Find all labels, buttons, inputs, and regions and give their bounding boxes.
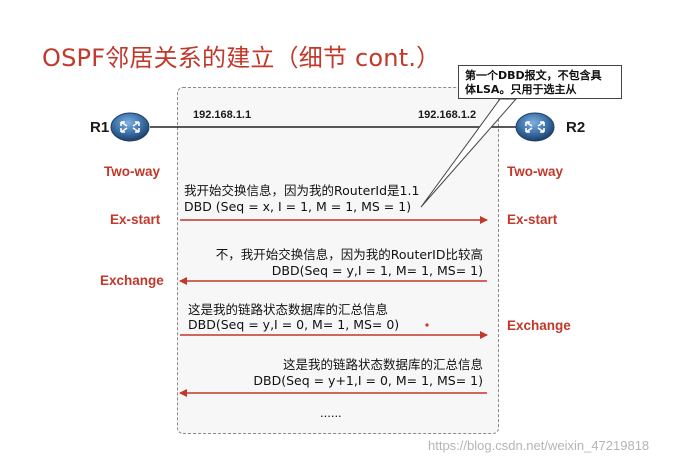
state-r1-exstart: Ex-start bbox=[110, 212, 161, 227]
router-icon bbox=[515, 112, 555, 142]
state-r2-exchange: Exchange bbox=[507, 318, 571, 333]
watermark: https://blog.csdn.net/weixin_47219818 bbox=[428, 438, 650, 453]
router-label-r2: R2 bbox=[566, 119, 586, 136]
exchange-region bbox=[177, 87, 499, 434]
callout-pointer bbox=[420, 98, 518, 208]
message-text: 这是我的链路状态数据库的汇总信息 bbox=[282, 357, 483, 372]
state-r2-twoway: Two-way bbox=[507, 164, 564, 179]
state-r1-exchange: Exchange bbox=[100, 273, 164, 288]
router-label-r1: R1 bbox=[90, 119, 110, 136]
callout-line: 体LSA。只用于选主从 bbox=[465, 83, 577, 96]
ip-r2: 192.168.1.2 bbox=[418, 109, 477, 121]
callout-box: 第一个DBD报文，不包含具 体LSA。只用于选主从 bbox=[458, 65, 622, 99]
message-dbd: DBD(Seq = y+1,I = 0, M= 1, MS= 1) bbox=[253, 373, 483, 388]
state-r2-exstart: Ex-start bbox=[507, 212, 558, 227]
message-dbd: DBD(Seq = y,I = 1, M= 1, MS= 1) bbox=[271, 263, 483, 278]
ip-r1: 192.168.1.1 bbox=[193, 109, 252, 121]
message-text: 我开始交换信息，因为我的RouterId是1.1 bbox=[184, 183, 420, 198]
marker-dot bbox=[425, 323, 429, 327]
callout-line: 第一个DBD报文，不包含具 bbox=[465, 69, 602, 82]
message-text: 这是我的链路状态数据库的汇总信息 bbox=[188, 302, 389, 317]
message-dbd: DBD(Seq = y,I = 0, M= 1, MS= 0) bbox=[188, 317, 400, 332]
page-title: OSPF邻居关系的建立（细节 cont.） bbox=[42, 44, 441, 72]
state-r1-twoway: Two-way bbox=[104, 164, 161, 179]
ellipsis: ...... bbox=[320, 405, 342, 420]
message-dbd: DBD (Seq = x, I = 1, M = 1, MS = 1) bbox=[184, 199, 412, 214]
router-icon bbox=[110, 112, 150, 142]
message-text: 不，我开始交换信息，因为我的RouterID比较高 bbox=[215, 247, 483, 262]
